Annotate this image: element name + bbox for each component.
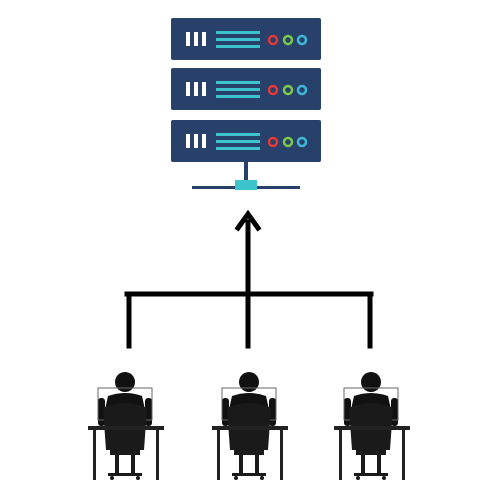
connection-tree — [124, 209, 374, 349]
led-green-icon — [282, 136, 294, 148]
person-at-desk-icon — [88, 372, 164, 480]
led-blue-icon — [296, 34, 308, 46]
drive-slots-icon — [186, 82, 206, 96]
person-at-desk-icon — [212, 372, 288, 480]
led-red-icon — [267, 34, 279, 46]
status-lines-icon — [216, 133, 260, 150]
led-green-icon — [282, 84, 294, 96]
user-left — [88, 372, 164, 480]
status-lines-icon — [216, 81, 260, 98]
drive-slots-icon — [186, 134, 206, 148]
arrow-up-icon — [234, 209, 262, 232]
server-unit-1 — [171, 18, 321, 60]
network-connector-icon — [192, 162, 300, 190]
status-lines-icon — [216, 31, 260, 48]
led-red-icon — [267, 84, 279, 96]
user-center — [212, 372, 288, 480]
person-at-desk-icon — [334, 372, 410, 480]
led-blue-icon — [296, 136, 308, 148]
led-blue-icon — [296, 84, 308, 96]
led-green-icon — [282, 34, 294, 46]
server-stack — [171, 18, 321, 190]
led-red-icon — [267, 136, 279, 148]
server-unit-3 — [171, 120, 321, 162]
user-right — [334, 372, 410, 480]
users — [88, 372, 410, 480]
drive-slots-icon — [186, 32, 206, 46]
server-unit-2 — [171, 68, 321, 110]
